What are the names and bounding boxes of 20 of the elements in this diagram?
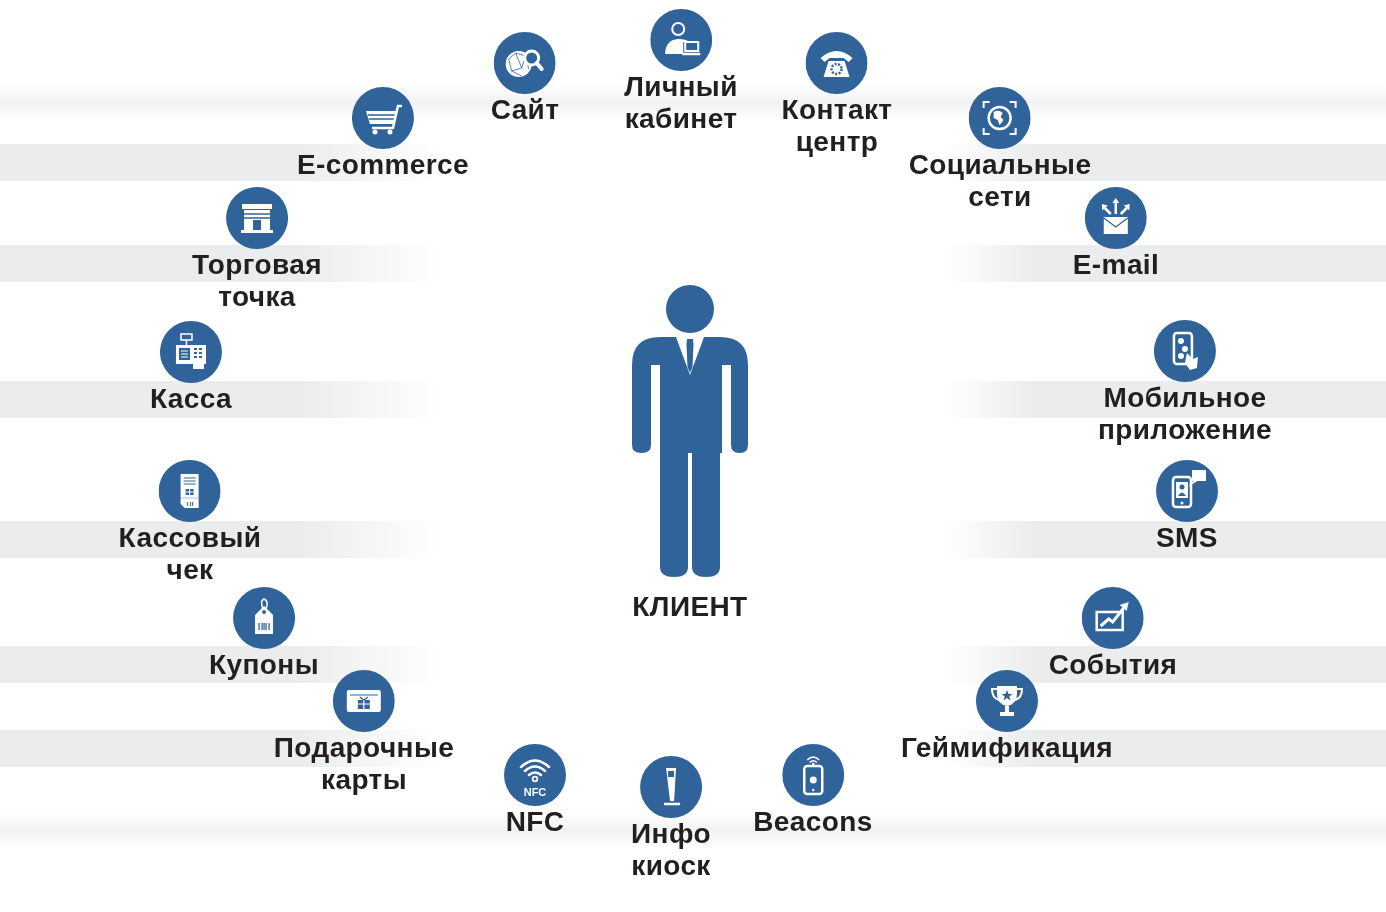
channel-label: Beacons (753, 806, 873, 838)
channel-label: События (1048, 649, 1178, 681)
channel-label: Мобильное приложение (1097, 382, 1273, 446)
channel-label: E-mail (1072, 249, 1160, 281)
channel-label: Сайт (490, 94, 560, 126)
channel-label: Касса (149, 383, 233, 415)
channel-label: Торговая точка (192, 249, 322, 313)
channel-label: NFC (505, 806, 565, 838)
icon-caption: NFC (523, 786, 547, 798)
channel-label: Кассовый чек (118, 522, 262, 586)
channel-label: Купоны (209, 649, 319, 681)
channel-label: Подарочные карты (273, 732, 455, 796)
channel-label: Личный кабинет (624, 71, 738, 135)
channel-label: Геймификация (901, 732, 1113, 764)
channel-label: Инфо киоск (631, 818, 711, 882)
channel-label: Социальные сети (908, 149, 1092, 213)
channel-label: E-commerce (296, 149, 470, 181)
channel-label: SMS (1156, 522, 1218, 554)
channel-label: Контакт центр (781, 94, 893, 158)
figure-label: КЛИЕНТ (632, 591, 748, 623)
